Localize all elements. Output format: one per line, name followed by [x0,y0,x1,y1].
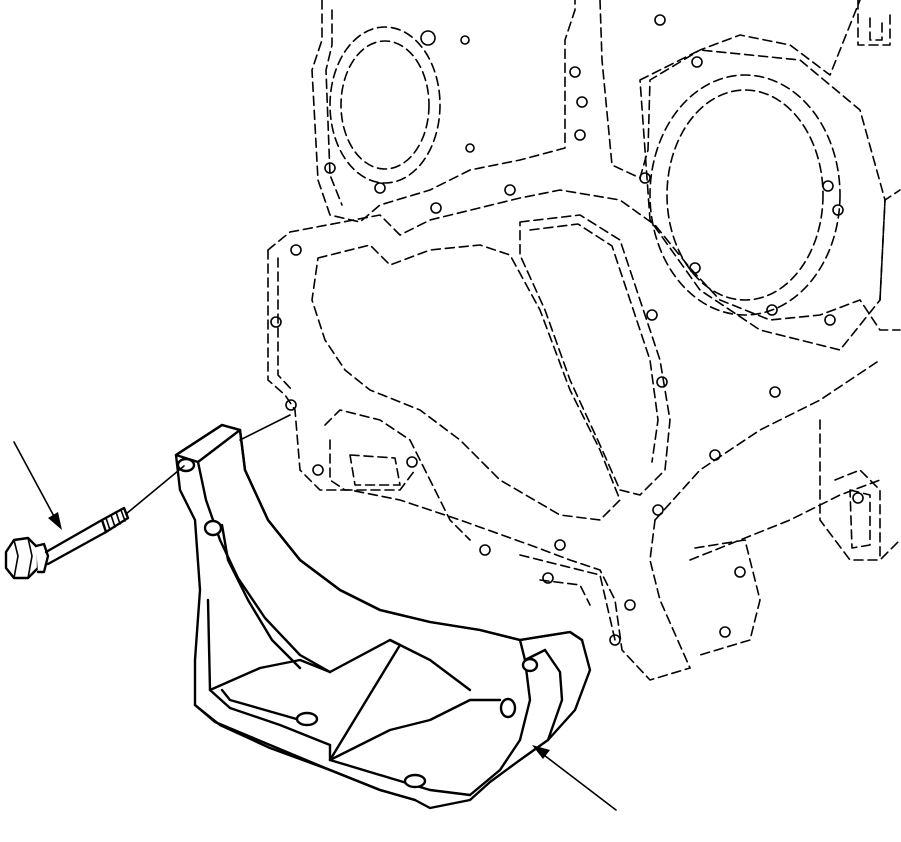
leader-bolt [13,441,62,530]
bracket-base-hole-left [295,711,319,727]
arrowhead-icon [532,745,550,759]
flange-bolt [4,506,130,580]
engine-block-phantom [267,0,901,681]
bracket-right-hole-upper [521,657,539,673]
leader-bracket [532,745,617,811]
bracket-right-hole-lower [499,697,517,719]
bracket-base-hole-right [403,773,427,789]
assembly-lines [125,414,291,515]
bracket-middle-hole [203,519,223,537]
arrowhead-icon [48,512,62,530]
support-bracket [174,423,592,810]
